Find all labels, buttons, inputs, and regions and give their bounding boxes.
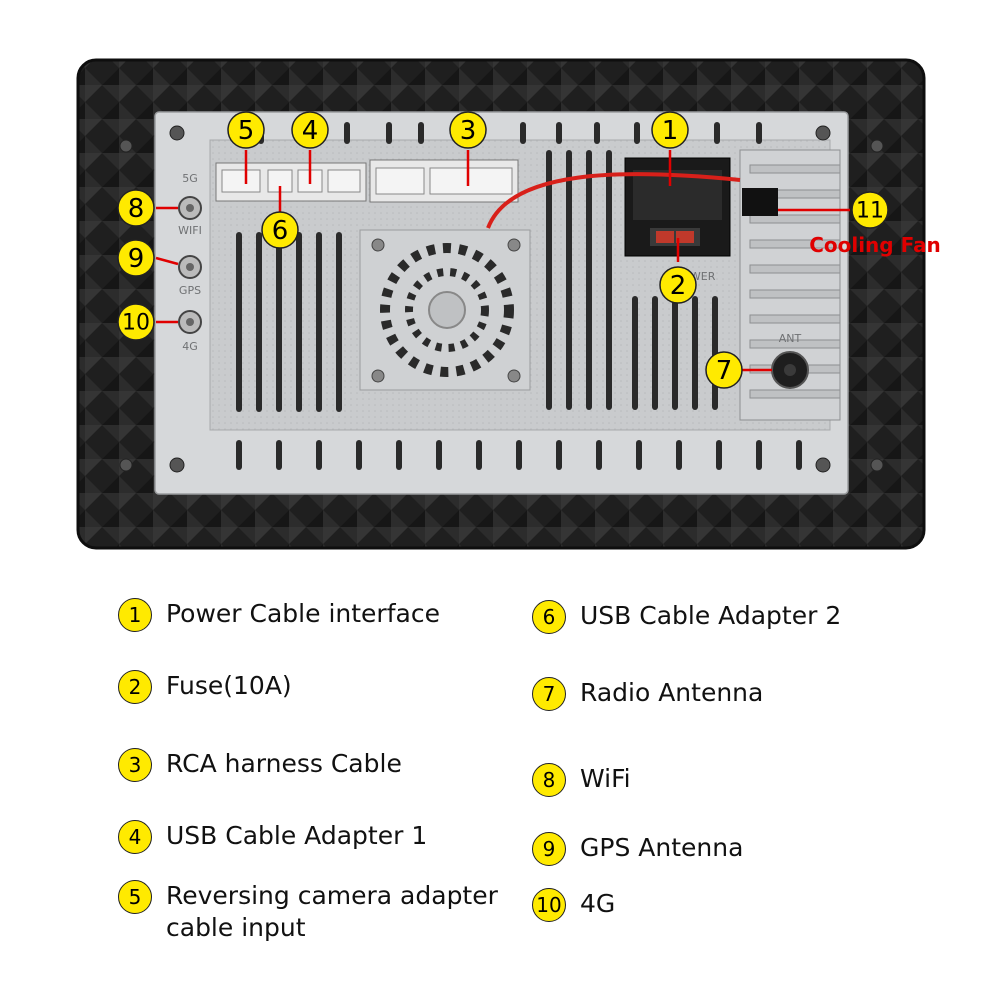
screw — [507, 369, 521, 383]
legend-item-4: 4 USB Cable Adapter 1 — [118, 820, 427, 854]
legend-text: USB Cable Adapter 1 — [166, 821, 428, 850]
antenna-port-gps — [178, 255, 202, 279]
callout-badge-11 — [851, 191, 889, 229]
callout-badge-3 — [449, 111, 487, 149]
legend-badge: 5 — [118, 880, 152, 914]
legend-badge: 4 — [118, 820, 152, 854]
legend-item-3: 3 RCA harness Cable — [118, 748, 402, 782]
legend-text: RCA harness Cable — [166, 749, 402, 778]
legend-item-5: 5 Reversing camera adapter cable input — [118, 880, 506, 944]
legend-badge: 8 — [532, 763, 566, 797]
cooling-fan-label: Cooling Fan — [809, 233, 941, 257]
legend-text: 4G — [580, 889, 616, 918]
legend-badge: 3 — [118, 748, 152, 782]
legend-item-10: 10 4G — [532, 888, 615, 922]
legend-text: Radio Antenna — [580, 678, 764, 707]
callout-badge-10 — [117, 303, 155, 341]
legend-badge: 7 — [532, 677, 566, 711]
legend-item-9: 9 GPS Antenna — [532, 832, 743, 866]
fan-grille — [359, 229, 531, 391]
cooling-fan-cable — [486, 172, 741, 229]
antenna-port-wifi — [178, 196, 202, 220]
legend-badge: 9 — [532, 832, 566, 866]
screw — [371, 369, 385, 383]
antenna-port-radio — [771, 351, 809, 389]
legend-text: USB Cable Adapter 2 — [580, 601, 842, 630]
callout-number-10: 10 — [122, 311, 150, 336]
callout-badge-9 — [117, 239, 155, 277]
callout-number-9: 9 — [128, 244, 145, 274]
port-label-wifi: WIFI — [178, 224, 202, 237]
callout-badge-6 — [261, 211, 299, 249]
callout-number-1: 1 — [662, 116, 679, 146]
legend-text: WiFi — [580, 764, 631, 793]
legend-badge: 1 — [118, 598, 152, 632]
device-back-diagram: 5G WIFI GPS 4G POWER ANT 1 2 3 4 5 6 — [76, 58, 941, 550]
callout-badge-5 — [227, 111, 265, 149]
callout-badge-7 — [705, 351, 743, 389]
frame-screws — [119, 125, 884, 473]
middle-right-vents — [546, 150, 718, 410]
fan-plug — [742, 188, 778, 216]
callout-badge-1 — [651, 111, 689, 149]
legend-item-2: 2 Fuse(10A) — [118, 670, 292, 704]
port-label-5g: 5G — [182, 172, 198, 185]
callout-badge-8 — [117, 189, 155, 227]
legend-item-8: 8 WiFi — [532, 763, 631, 797]
callout-badge-2 — [659, 266, 697, 304]
connector-block-left — [215, 162, 367, 202]
callout-lines — [155, 150, 850, 372]
legend-item-6: 6 USB Cable Adapter 2 — [532, 600, 841, 634]
fuse — [656, 231, 674, 243]
legend-item-1: 1 Power Cable interface — [118, 598, 440, 632]
antenna-port-4g — [178, 310, 202, 334]
callout-number-5: 5 — [238, 116, 255, 146]
port-label-gps: GPS — [179, 284, 201, 297]
legend-badge: 6 — [532, 600, 566, 634]
rca-connector — [369, 159, 519, 203]
screw — [507, 238, 521, 252]
legend-text: GPS Antenna — [580, 833, 744, 862]
callout-number-7: 7 — [716, 356, 733, 386]
legend-text: Fuse(10A) — [166, 671, 292, 700]
callout-badge-4 — [291, 111, 329, 149]
callout-number-2: 2 — [670, 271, 687, 301]
legend: 1 Power Cable interface 2 Fuse(10A) 3 RC… — [0, 560, 1000, 1000]
callout-number-8: 8 — [128, 194, 145, 224]
screw — [371, 238, 385, 252]
legend-text: Power Cable interface — [166, 599, 440, 628]
callout-number-4: 4 — [302, 116, 319, 146]
legend-badge: 2 — [118, 670, 152, 704]
left-vents — [236, 232, 342, 412]
port-label-ant: ANT — [779, 332, 802, 345]
legend-badge: 10 — [532, 888, 566, 922]
callout-number-3: 3 — [460, 116, 477, 146]
legend-text: Reversing camera adapter cable input — [166, 881, 498, 942]
callout-number-11: 11 — [856, 199, 884, 224]
bottom-vents — [236, 440, 802, 470]
callout-number-6: 6 — [272, 216, 289, 246]
port-label-4g: 4G — [182, 340, 198, 353]
legend-item-7: 7 Radio Antenna — [532, 677, 763, 711]
